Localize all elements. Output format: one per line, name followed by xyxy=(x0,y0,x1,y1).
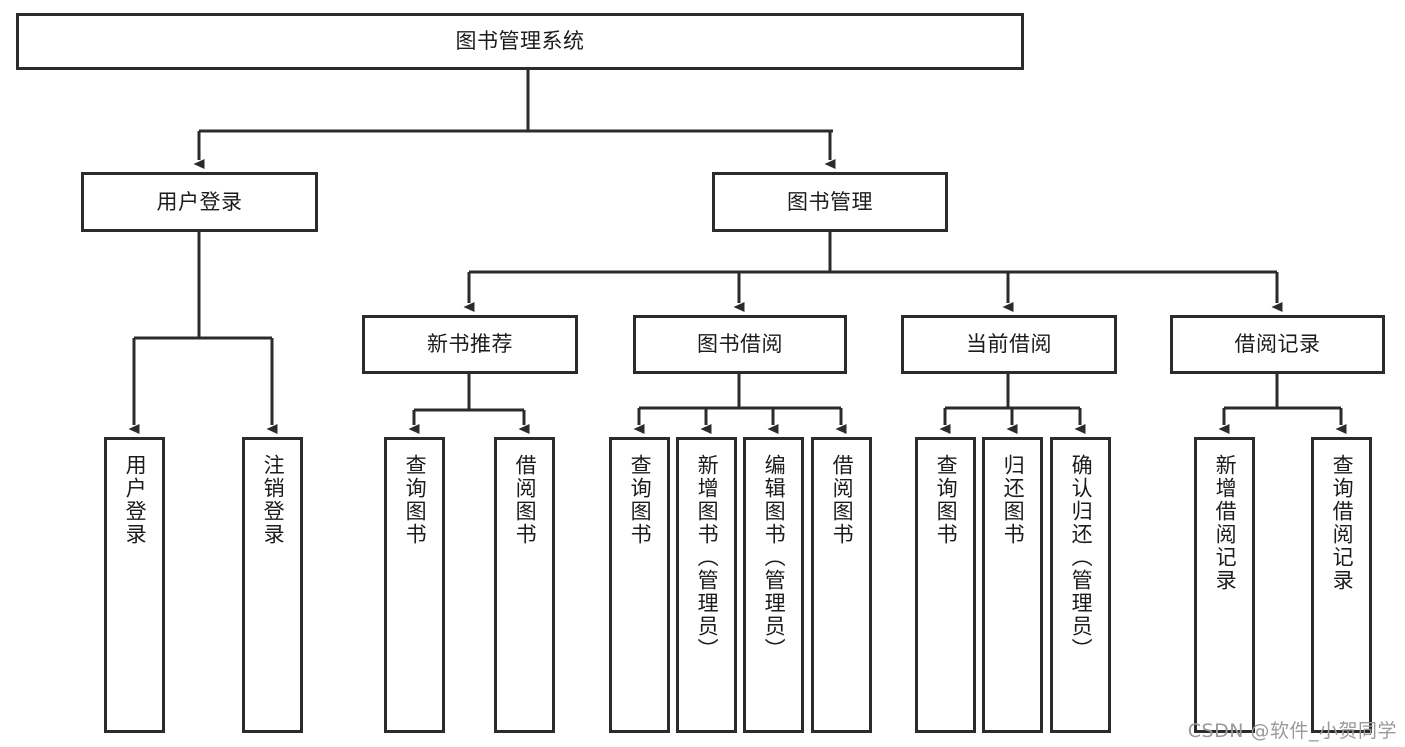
node-book-manage[interactable]: 图书管理 xyxy=(712,172,948,232)
leaf-new-book-1[interactable]: 查询图书 xyxy=(384,437,445,733)
leaf-current-borrow-2[interactable]: 归还图书 xyxy=(982,437,1043,733)
node-root[interactable]: 图书管理系统 xyxy=(16,13,1024,70)
leaf-book-borrow-1[interactable]: 查询图书 xyxy=(609,437,670,733)
leaf-current-borrow-2-label: 归还图书 xyxy=(1001,454,1026,546)
leaf-user-login-2-label: 注销登录 xyxy=(261,454,286,546)
node-book-borrow-label: 图书借阅 xyxy=(697,332,783,357)
leaf-new-book-2[interactable]: 借阅图书 xyxy=(494,437,555,733)
leaf-book-borrow-3-label: 编辑图书（管理员） xyxy=(762,454,787,661)
node-book-borrow[interactable]: 图书借阅 xyxy=(633,315,847,374)
leaf-book-borrow-2[interactable]: 新增图书（管理员） xyxy=(676,437,737,733)
node-borrow-record[interactable]: 借阅记录 xyxy=(1170,315,1385,374)
node-current-borrow[interactable]: 当前借阅 xyxy=(901,315,1117,374)
leaf-borrow-record-2[interactable]: 查询借阅记录 xyxy=(1311,437,1372,733)
leaf-borrow-record-1[interactable]: 新增借阅记录 xyxy=(1194,437,1255,733)
node-user-login-label: 用户登录 xyxy=(156,189,243,214)
leaf-new-book-1-label: 查询图书 xyxy=(403,454,428,546)
node-new-book-recommend-label: 新书推荐 xyxy=(427,332,513,357)
leaf-borrow-record-1-label: 新增借阅记录 xyxy=(1213,454,1238,592)
leaf-book-borrow-4-label: 借阅图书 xyxy=(830,454,855,546)
leaf-current-borrow-3-label: 确认归还（管理员） xyxy=(1069,454,1094,661)
leaf-user-login-2[interactable]: 注销登录 xyxy=(242,437,303,733)
leaf-book-borrow-4[interactable]: 借阅图书 xyxy=(811,437,872,733)
node-borrow-record-label: 借阅记录 xyxy=(1234,332,1321,357)
leaf-current-borrow-3[interactable]: 确认归还（管理员） xyxy=(1050,437,1111,733)
node-user-login[interactable]: 用户登录 xyxy=(81,172,318,232)
leaf-current-borrow-1-label: 查询图书 xyxy=(934,454,959,546)
leaf-book-borrow-2-label: 新增图书（管理员） xyxy=(695,454,720,661)
leaf-borrow-record-2-label: 查询借阅记录 xyxy=(1330,454,1355,592)
leaf-user-login-1[interactable]: 用户登录 xyxy=(104,437,165,733)
watermark-text: CSDN @软件_小贺同学 xyxy=(1187,720,1397,742)
node-root-label: 图书管理系统 xyxy=(455,29,585,54)
node-new-book-recommend[interactable]: 新书推荐 xyxy=(362,315,578,374)
leaf-book-borrow-3[interactable]: 编辑图书（管理员） xyxy=(743,437,804,733)
node-current-borrow-label: 当前借阅 xyxy=(966,332,1052,357)
leaf-book-borrow-1-label: 查询图书 xyxy=(628,454,653,546)
leaf-current-borrow-1[interactable]: 查询图书 xyxy=(915,437,976,733)
leaf-user-login-1-label: 用户登录 xyxy=(123,454,148,546)
node-book-manage-label: 图书管理 xyxy=(787,189,873,214)
leaf-new-book-2-label: 借阅图书 xyxy=(513,454,538,546)
